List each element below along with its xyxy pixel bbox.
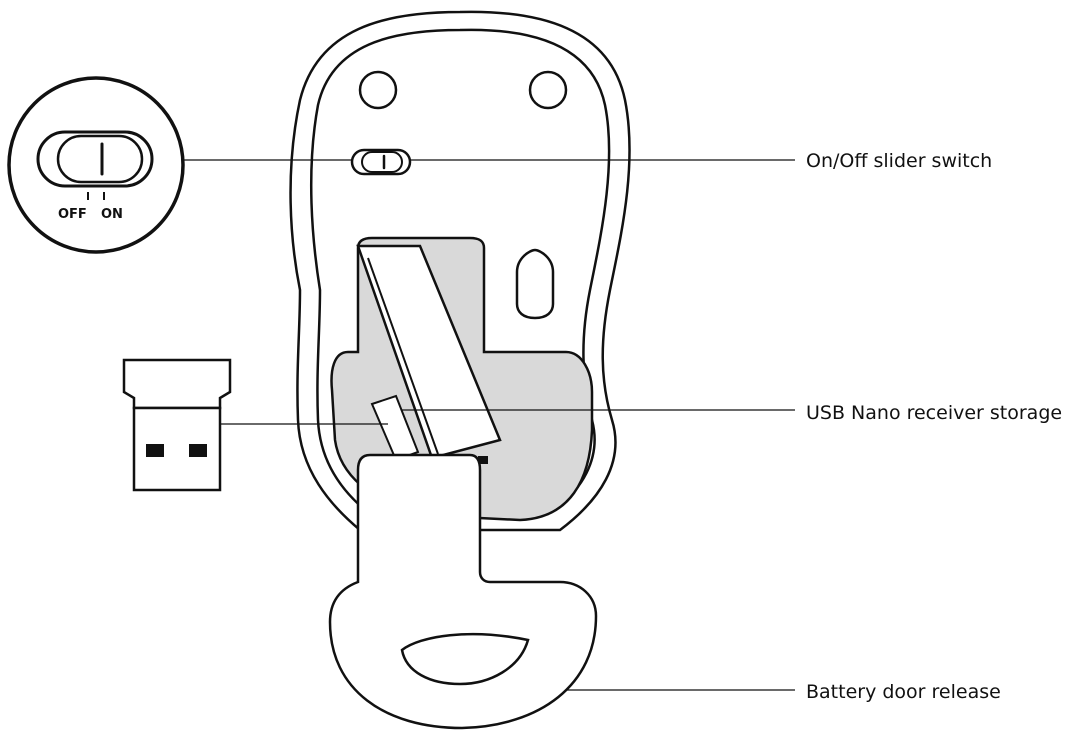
usb-contact-left [146, 444, 164, 457]
switch-label-on: ON [101, 207, 123, 222]
label-usb-storage: USB Nano receiver storage [806, 402, 1062, 424]
rubber-foot-left [358, 70, 398, 110]
optical-sensor [515, 248, 555, 320]
body-slider-switch[interactable] [350, 148, 412, 176]
usb-contact-right [189, 444, 207, 457]
battery-door-grip [400, 632, 530, 686]
rubber-foot-right [528, 70, 568, 110]
label-battery-door: Battery door release [806, 681, 1001, 703]
usb-nano-receiver [122, 358, 232, 492]
battery-door-release[interactable] [328, 453, 598, 730]
battery-door-tab [356, 244, 502, 460]
label-on-off-switch: On/Off slider switch [806, 150, 992, 172]
switch-detail-inset: OFF ON [7, 76, 185, 254]
switch-label-off: OFF [58, 207, 87, 222]
usb-storage-slot [370, 394, 488, 464]
leader-lines [183, 159, 795, 691]
